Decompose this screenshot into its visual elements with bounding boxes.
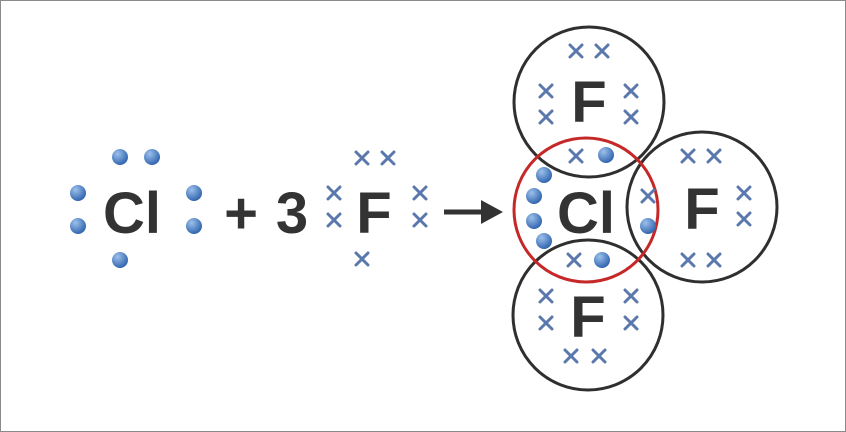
chlorine-electron xyxy=(186,185,202,201)
fluorine-electron-cross xyxy=(563,348,579,364)
product-fluorine-top-symbol: F xyxy=(571,70,606,135)
fluorine-electron-cross xyxy=(706,252,722,268)
fluorine-shell-bottom xyxy=(511,238,665,392)
chlorine-electron xyxy=(144,149,160,165)
chlorine-electron xyxy=(526,213,542,229)
chlorine-electron xyxy=(594,252,610,268)
chlorine-electron xyxy=(536,167,552,183)
plus-sign: + xyxy=(224,181,258,246)
fluorine-shell-top xyxy=(512,25,666,179)
product-fluorine-electrons xyxy=(538,43,752,364)
product-fluorine-bottom-symbol: F xyxy=(570,285,605,350)
fluorine-electron-cross xyxy=(326,212,342,228)
fluorine-electron-cross xyxy=(538,288,554,304)
fluorine-electron-cross xyxy=(354,251,370,267)
fluorine-electron-cross xyxy=(623,83,639,99)
reactant-chlorine-electrons xyxy=(70,149,202,268)
chlorine-electron xyxy=(112,149,128,165)
fluorine-electron-cross xyxy=(566,252,582,268)
chlorine-electron xyxy=(70,218,86,234)
fluorine-electron-cross xyxy=(736,211,752,227)
reactant-fluorine-electrons xyxy=(326,150,428,267)
fluorine-shell-right xyxy=(625,130,779,284)
chlorine-electron xyxy=(640,218,656,234)
fluorine-electron-cross xyxy=(680,148,696,164)
chlorine-electron xyxy=(186,218,202,234)
product-chlorine-electrons xyxy=(526,147,656,268)
chlorine-electron xyxy=(526,188,542,204)
reactant-fluorine-symbol: F xyxy=(356,181,391,246)
fluorine-electron-cross xyxy=(623,288,639,304)
fluorine-electron-cross xyxy=(412,185,428,201)
fluorine-electron-cross xyxy=(736,185,752,201)
fluorine-electron-cross xyxy=(412,212,428,228)
fluorine-electron-cross xyxy=(591,348,607,364)
product-chlorine-symbol: Cl xyxy=(557,181,615,246)
fluorine-electron-cross xyxy=(623,109,639,125)
chlorine-electron xyxy=(598,147,614,163)
fluorine-electron-cross xyxy=(354,150,370,166)
chlorine-electron xyxy=(70,185,86,201)
reaction-arrow xyxy=(444,200,503,224)
fluorine-electron-cross xyxy=(538,83,554,99)
fluorine-electron-cross xyxy=(326,185,342,201)
fluorine-electron-cross xyxy=(623,315,639,331)
chlorine-shell-central xyxy=(512,136,660,284)
chlorine-electron xyxy=(536,233,552,249)
fluorine-electron-cross xyxy=(538,315,554,331)
fluorine-electron-cross xyxy=(594,43,610,59)
fluorine-electron-cross xyxy=(538,109,554,125)
fluorine-electron-cross xyxy=(568,43,584,59)
fluorine-electron-cross xyxy=(680,252,696,268)
chlorine-electron xyxy=(112,252,128,268)
coefficient: 3 xyxy=(276,181,308,246)
product-fluorine-right-symbol: F xyxy=(684,177,719,242)
fluorine-electron-cross xyxy=(706,148,722,164)
fluorine-electron-cross xyxy=(380,150,396,166)
fluorine-electron-cross xyxy=(640,188,656,204)
fluorine-electron-cross xyxy=(568,148,584,164)
reactant-chlorine-symbol: Cl xyxy=(103,181,161,246)
